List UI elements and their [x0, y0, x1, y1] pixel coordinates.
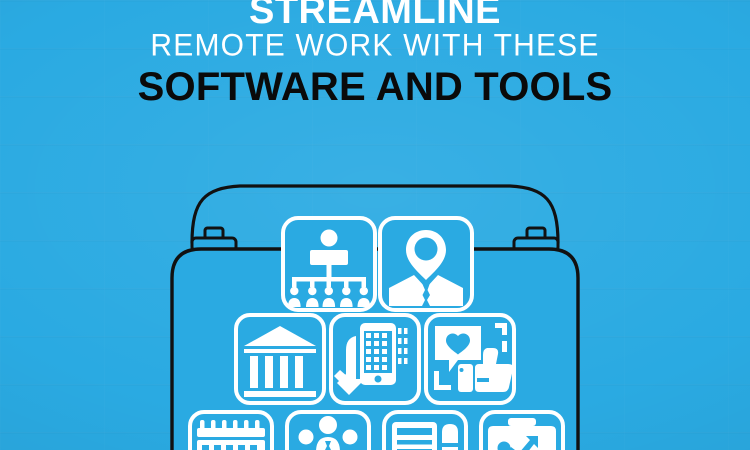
calendar-icon: [188, 410, 274, 450]
businessman-icon: [378, 216, 474, 312]
org-chart-icon: [281, 216, 377, 312]
headline-line-1: STREAMLINE: [249, 0, 501, 32]
hand-holding-phone-icon: [329, 313, 421, 405]
headline-block: STREAMLINE REMOTE WORK WITH THESE SOFTWA…: [0, 0, 750, 108]
clipboard-growth-icon: [479, 410, 565, 450]
headline-line-2: REMOTE WORK WITH THESE: [150, 28, 600, 63]
team-people-icon: [285, 410, 371, 450]
headline-line-3: SOFTWARE AND TOOLS: [137, 65, 613, 109]
document-list-icon: [382, 410, 468, 450]
social-media-icon: [424, 313, 516, 405]
bank-icon: [234, 313, 326, 405]
briefcase-handle: [190, 184, 560, 245]
